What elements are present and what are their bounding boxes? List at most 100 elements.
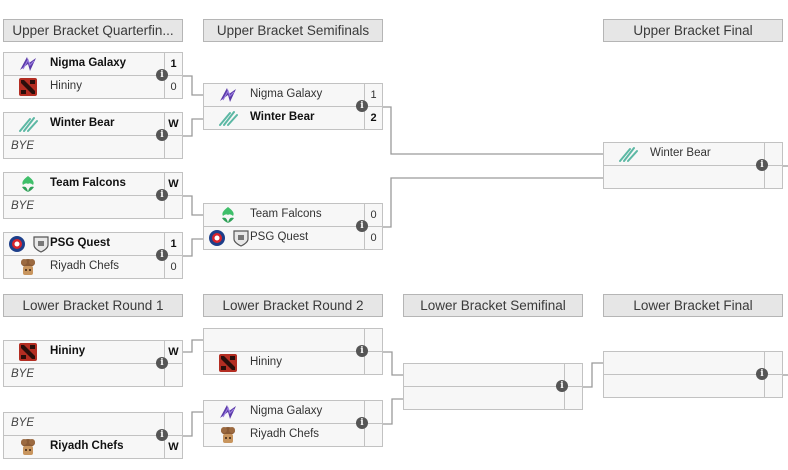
team-name: Nigma Galaxy xyxy=(50,57,127,69)
match-ub-quarterfinal-2: Winter Bear W BYE i xyxy=(3,112,183,160)
match-slot[interactable]: PSG Quest 1 xyxy=(3,232,183,256)
match-info-icon[interactable]: i xyxy=(156,249,168,261)
match-slot[interactable]: BYE xyxy=(3,363,183,387)
team-name: Team Falcons xyxy=(250,208,322,220)
team-name: Riyadh Chefs xyxy=(250,428,320,440)
match-slot[interactable]: Hininy xyxy=(203,351,383,375)
match-slot[interactable]: Winter Bear xyxy=(603,142,783,166)
match-slot[interactable]: Team Falcons W xyxy=(3,172,183,196)
team-score xyxy=(764,166,782,188)
team-name: Hininy xyxy=(50,345,86,357)
bye-label: BYE xyxy=(11,368,35,380)
match-slot[interactable]: PSG Quest 0 xyxy=(203,226,383,250)
header-lower-bracket-round-1: Lower Bracket Round 1 xyxy=(3,294,183,317)
winter-bear-icon xyxy=(219,111,238,126)
match-slot[interactable]: Riyadh Chefs 0 xyxy=(3,255,183,279)
team-score xyxy=(364,401,382,423)
team-score: W xyxy=(164,436,182,458)
team-score: 1 xyxy=(164,53,182,75)
match-lb-round-2-b: Nigma Galaxy Riyadh Chefs i xyxy=(203,400,383,448)
team-name: Team Falcons xyxy=(50,177,126,189)
team-name: PSG Quest xyxy=(50,237,111,249)
team-score xyxy=(764,352,782,374)
team-score: 2 xyxy=(364,107,382,129)
team-score xyxy=(764,375,782,397)
winter-bear-icon xyxy=(19,117,38,132)
team-score: 0 xyxy=(364,227,382,249)
header-upper-bracket-final: Upper Bracket Final xyxy=(603,19,783,42)
nigma-galaxy-icon xyxy=(20,57,36,71)
match-slot[interactable]: BYE xyxy=(3,195,183,219)
match-slot[interactable]: Hininy 0 xyxy=(3,75,183,99)
header-lower-bracket-final: Lower Bracket Final xyxy=(603,294,783,317)
match-info-icon[interactable]: i xyxy=(356,345,368,357)
bye-label: BYE xyxy=(11,417,35,429)
match-ub-quarterfinal-4: PSG Quest 1 Riyadh Chefs 0 i xyxy=(3,232,183,280)
header-lower-bracket-semifinal: Lower Bracket Semifinal xyxy=(403,294,583,317)
match-slot[interactable]: Nigma Galaxy 1 xyxy=(203,83,383,107)
match-lb-round-1-a: Hininy W BYE i xyxy=(3,340,183,388)
team-score xyxy=(364,424,382,446)
nigma-galaxy-icon xyxy=(220,88,236,102)
team-name: Winter Bear xyxy=(250,111,315,123)
header-upper-bracket-quarterfinals: Upper Bracket Quarterfin... xyxy=(3,19,183,42)
team-name: Winter Bear xyxy=(50,117,115,129)
match-info-icon[interactable]: i xyxy=(356,220,368,232)
match-info-icon[interactable]: i xyxy=(156,129,168,141)
match-slot[interactable] xyxy=(403,386,583,410)
team-name: Hininy xyxy=(250,356,282,368)
team-falcons-icon xyxy=(22,176,34,192)
team-score: W xyxy=(164,113,182,135)
team-score xyxy=(164,364,182,386)
match-slot[interactable] xyxy=(203,328,383,352)
match-lb-round-1-b: BYE Riyadh Chefs W i xyxy=(3,412,183,460)
team-score xyxy=(364,329,382,351)
team-score: W xyxy=(164,341,182,363)
team-score: 0 xyxy=(164,76,182,98)
quest-icon xyxy=(233,230,249,247)
team-score: 0 xyxy=(164,256,182,278)
team-name: Riyadh Chefs xyxy=(50,440,124,452)
match-info-icon[interactable]: i xyxy=(156,189,168,201)
match-slot[interactable]: Riyadh Chefs W xyxy=(3,435,183,459)
team-name: PSG Quest xyxy=(250,231,309,243)
match-slot[interactable]: Team Falcons 0 xyxy=(203,203,383,227)
match-info-icon[interactable]: i xyxy=(556,380,568,392)
match-info-icon[interactable]: i xyxy=(156,429,168,441)
match-info-icon[interactable]: i xyxy=(356,417,368,429)
match-info-icon[interactable]: i xyxy=(756,159,768,171)
team-score xyxy=(164,136,182,158)
team-score xyxy=(164,196,182,218)
riyadh-chefs-icon xyxy=(21,439,35,455)
team-score: 1 xyxy=(164,233,182,255)
match-slot[interactable] xyxy=(603,165,783,189)
match-slot[interactable] xyxy=(603,374,783,398)
team-score xyxy=(364,352,382,374)
match-lb-round-2-a: Hininy i xyxy=(203,328,383,376)
match-ub-final: Winter Bear i xyxy=(603,142,783,190)
nigma-galaxy-icon xyxy=(220,405,236,419)
match-slot[interactable]: Nigma Galaxy xyxy=(203,400,383,424)
match-lb-semifinal: i xyxy=(403,363,583,411)
match-info-icon[interactable]: i xyxy=(756,368,768,380)
match-slot[interactable]: BYE xyxy=(3,412,183,436)
match-slot[interactable]: Nigma Galaxy 1 xyxy=(3,52,183,76)
dota-icon xyxy=(19,343,37,361)
team-score: 1 xyxy=(364,84,382,106)
match-ub-quarterfinal-3: Team Falcons W BYE i xyxy=(3,172,183,220)
team-score: 0 xyxy=(364,204,382,226)
match-info-icon[interactable]: i xyxy=(156,357,168,369)
riyadh-chefs-icon xyxy=(21,259,35,275)
match-slot[interactable]: Winter Bear 2 xyxy=(203,106,383,130)
match-info-icon[interactable]: i xyxy=(156,69,168,81)
match-ub-semifinal-1: Nigma Galaxy 1 Winter Bear 2 i xyxy=(203,83,383,131)
team-score xyxy=(564,364,582,386)
match-ub-semifinal-2: Team Falcons 0 PSG Quest 0 i xyxy=(203,203,383,251)
team-name: Riyadh Chefs xyxy=(50,260,120,272)
team-score xyxy=(164,413,182,435)
match-slot[interactable]: BYE xyxy=(3,135,183,159)
match-info-icon[interactable]: i xyxy=(356,100,368,112)
quest-icon xyxy=(33,236,49,253)
match-slot[interactable]: Riyadh Chefs xyxy=(203,423,383,447)
match-lb-final: i xyxy=(603,351,783,399)
